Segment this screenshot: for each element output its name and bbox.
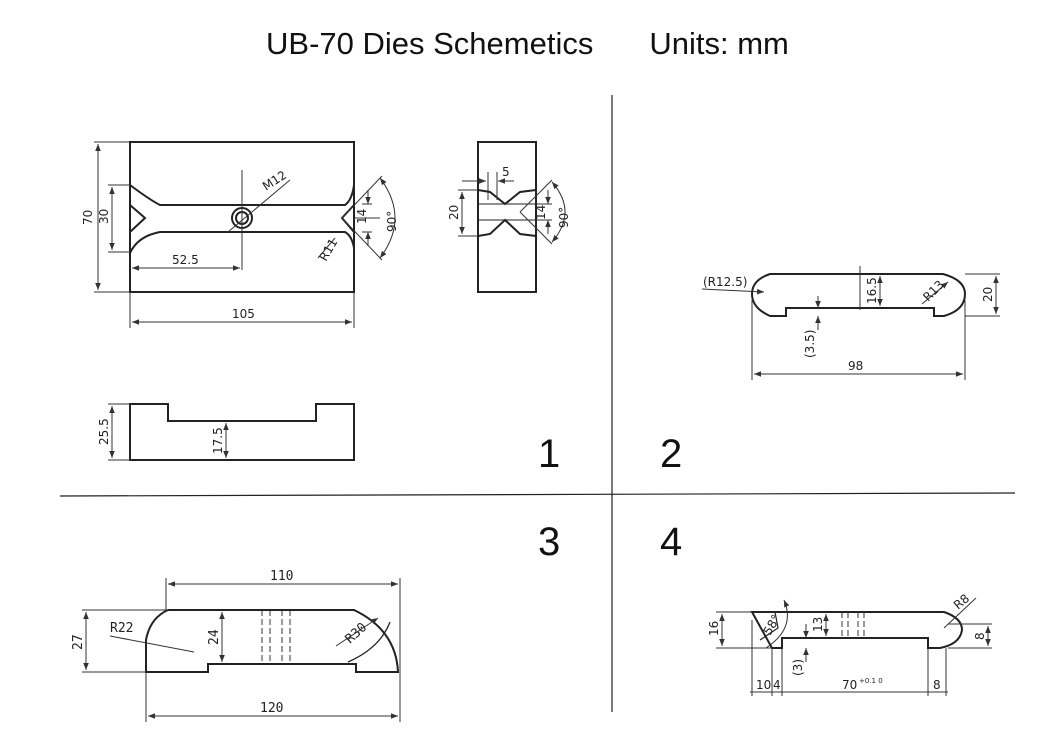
dim-8-right: 8 <box>973 632 987 640</box>
units-label: Units: mm <box>649 26 789 61</box>
label-r13: R13 <box>920 278 947 305</box>
die-1-side-view: 5 20 14 90° <box>447 141 571 293</box>
die1-lower-groove <box>129 231 355 254</box>
label-m12: M12 <box>260 168 289 194</box>
die-1-bottom-view: 25.5 17.5 <box>97 403 355 461</box>
quadrant-number-1: 1 <box>538 432 560 476</box>
label-r12-5: (R12.5) <box>703 275 747 289</box>
die1-bottom-outline <box>129 403 355 461</box>
quadrant-number-3: 3 <box>538 520 560 564</box>
die-2-view: (R12.5) 16.5 R13 20 (3.5) 98 <box>701 266 1000 380</box>
quadrant-number-4: 4 <box>660 520 682 564</box>
dim-24: 24 <box>207 629 222 645</box>
dim-25-5: 25.5 <box>97 418 111 445</box>
die1-upper-groove <box>129 184 355 206</box>
dim-13: 13 <box>811 617 825 632</box>
die3-outline <box>145 609 400 673</box>
horizontal-divider <box>59 492 1016 497</box>
label-r11: R11 <box>316 236 340 263</box>
label-r22: R22 <box>110 621 133 636</box>
angle-90: 90° <box>385 211 399 232</box>
die-1-front-view: 70 30 M12 52.5 105 R11 14 90° <box>81 141 399 328</box>
dim-52-5: 52.5 <box>172 253 199 267</box>
die1-front-outline <box>129 141 355 293</box>
dim-105: 105 <box>232 307 255 321</box>
dim-8-bottom: 8 <box>933 678 941 692</box>
dim-17-5: 17.5 <box>211 427 225 454</box>
side-dim-20: 20 <box>447 205 461 220</box>
dim-14: 14 <box>355 209 369 224</box>
die-3-view: 110 27 R22 24 R30 120 <box>71 569 401 722</box>
die4-outline <box>750 611 964 649</box>
dim-30: 30 <box>97 209 111 224</box>
dim-70: 70 <box>842 678 857 692</box>
label-r30: R30 <box>343 620 370 647</box>
dim-10: 10 <box>756 678 771 692</box>
side-angle-90: 90° <box>557 207 571 228</box>
dim-16-5: 16.5 <box>865 277 879 304</box>
dim-16: 16 <box>707 621 721 636</box>
title-text: UB-70 Dies Schemetics <box>266 26 594 61</box>
dim-27: 27 <box>71 634 86 650</box>
dim-70: 70 <box>81 210 95 225</box>
quadrant-number-2: 2 <box>660 432 682 476</box>
side-dim-5: 5 <box>502 165 510 179</box>
die1-side-outline <box>477 141 537 293</box>
tolerance-70: +0.1 0 <box>859 677 883 685</box>
dim-3-5: (3.5) <box>803 330 817 358</box>
dim-3: (3) <box>791 659 805 676</box>
dim-4: 4 <box>773 678 781 692</box>
label-r8: R8 <box>951 591 972 612</box>
dim-98: 98 <box>848 359 863 373</box>
die-4-view: 16 58° 13 R8 8 (3) 10 4 70 +0.1 0 8 <box>707 591 992 696</box>
side-dim-14: 14 <box>534 205 548 220</box>
dim-110: 110 <box>270 569 293 584</box>
die2-outline <box>750 273 967 317</box>
dim-20: 20 <box>981 287 995 302</box>
dim-120: 120 <box>260 701 283 716</box>
drawing-title: UB-70 Dies Schemetics Units: mm <box>266 26 789 62</box>
